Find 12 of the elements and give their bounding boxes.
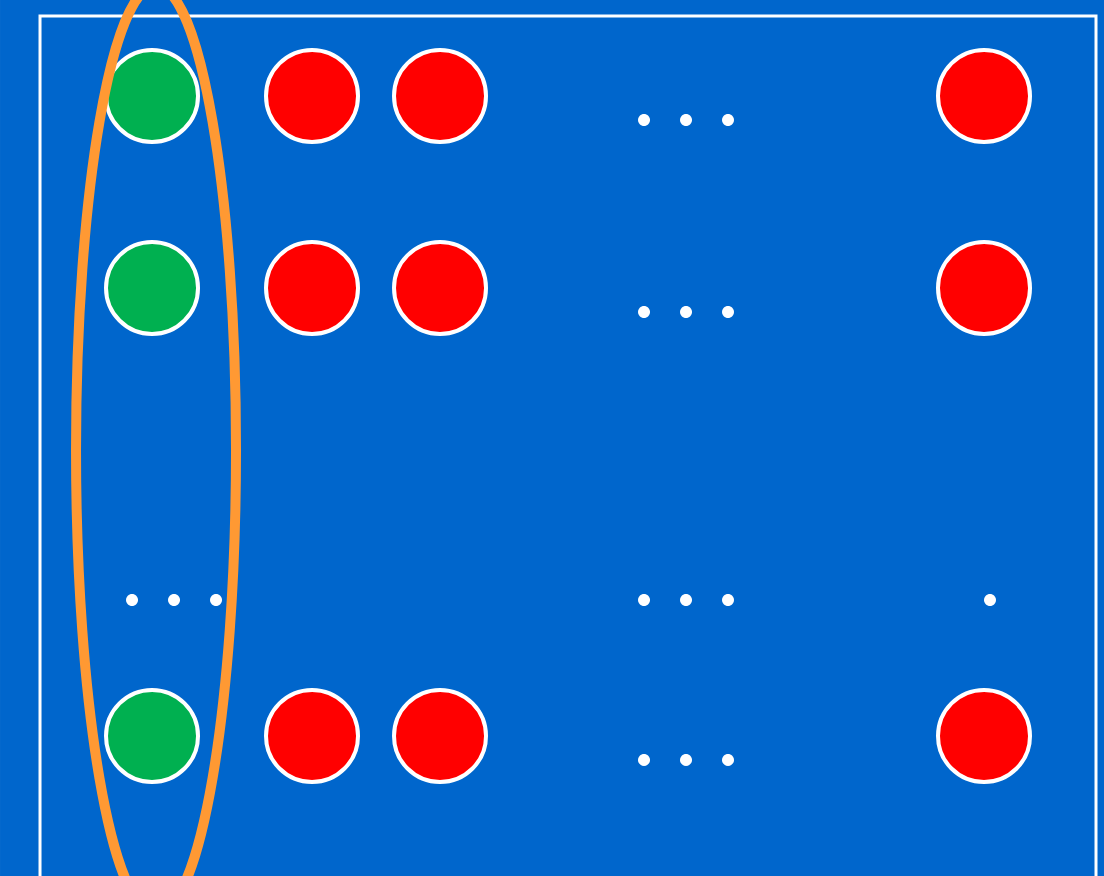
circle [104, 239, 200, 336]
circle [104, 687, 200, 784]
circle [392, 239, 488, 336]
circle [936, 239, 1032, 336]
circle [264, 48, 360, 144]
circle [936, 687, 1032, 784]
circle [392, 48, 488, 144]
circle [264, 687, 360, 784]
circle [392, 687, 488, 784]
circle [104, 48, 200, 144]
circle [936, 48, 1032, 144]
circle [264, 239, 360, 336]
